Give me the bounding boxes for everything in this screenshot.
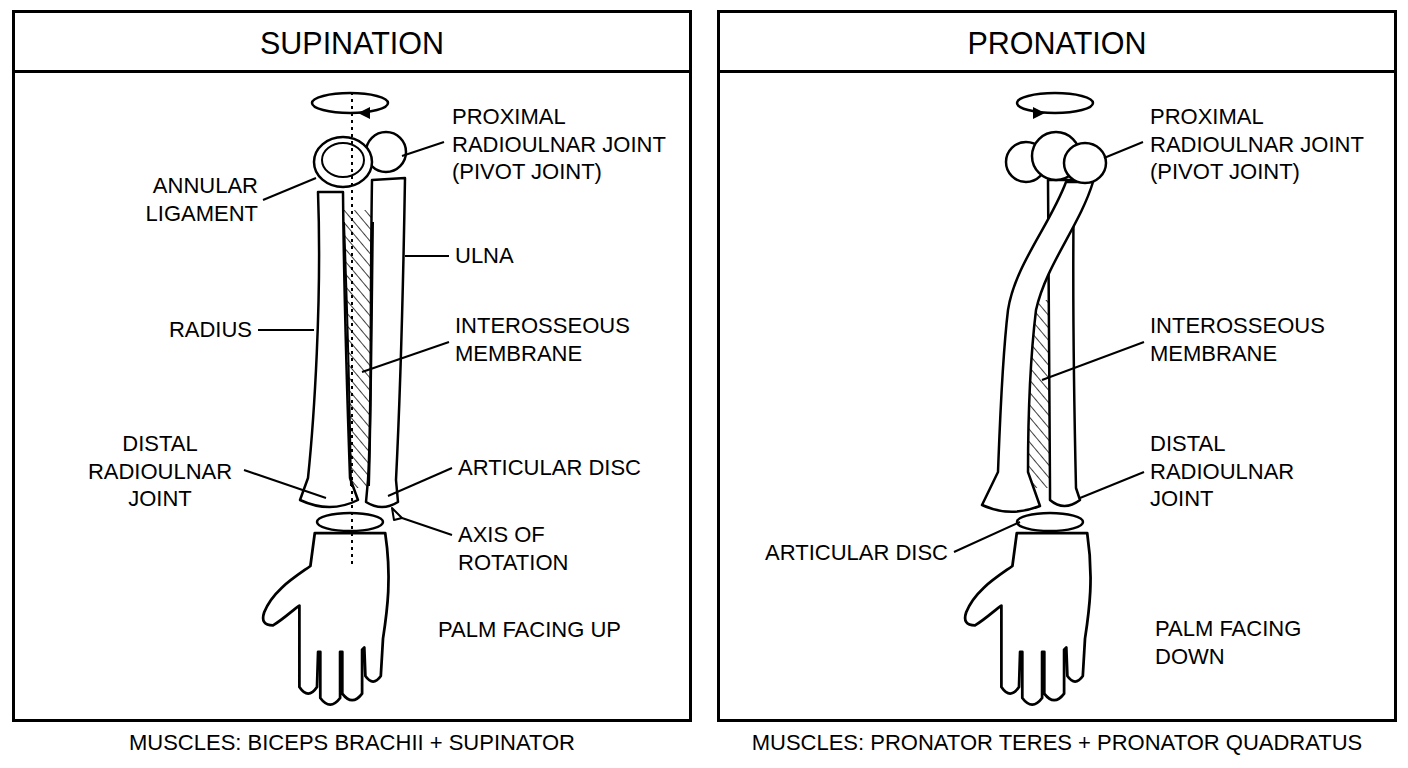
annular-ligament <box>314 137 372 187</box>
hand-outline <box>263 533 388 705</box>
panel-box: PRONATIONMUSCLES: PRONATOR TERES + PRONA… <box>717 10 1397 722</box>
part-label: ARTICULAR DISC <box>458 454 683 482</box>
part-label: INTEROSSEOUS MEMBRANE <box>1150 312 1355 367</box>
part-label: RADIUS <box>142 316 252 344</box>
arrowhead <box>1033 107 1045 119</box>
ulna-bone <box>366 178 405 507</box>
part-label: ARTICULAR DISC <box>723 539 948 567</box>
panel-title: PRONATION <box>720 13 1394 73</box>
leader-lines <box>244 142 452 535</box>
part-label: DISTAL RADIOULNAR JOINT <box>80 430 240 513</box>
orientation-note: PALM FACING UP <box>438 616 678 644</box>
radius-bone <box>300 192 358 507</box>
membrane-edge <box>344 222 351 486</box>
part-label: INTEROSSEOUS MEMBRANE <box>455 312 660 367</box>
ulnar-styloid <box>392 508 402 520</box>
leader-lines <box>954 142 1144 552</box>
axis-line <box>351 92 353 566</box>
muscle-caption: MUSCLES: BICEPS BRACHII + SUPINATOR <box>0 729 709 756</box>
radius-bone <box>982 182 1093 512</box>
pronation-forearm <box>965 93 1106 705</box>
articular-disc <box>317 513 383 531</box>
rotation-arrow <box>312 93 388 113</box>
part-label: AXIS OF ROTATION <box>458 521 608 576</box>
part-label: ANNULAR LIGAMENT <box>118 172 258 227</box>
arrowhead <box>358 107 370 119</box>
part-label: ULNA <box>455 242 555 270</box>
part-label: PROXIMAL RADIOULNAR JOINT (PIVOT JOINT) <box>452 103 684 186</box>
muscle-caption: MUSCLES: PRONATOR TERES + PRONATOR QUADR… <box>700 729 1408 756</box>
hand-outline <box>965 533 1090 705</box>
radial-head <box>1064 143 1106 183</box>
articular-disc <box>1017 513 1083 531</box>
part-label: DISTAL RADIOULNAR JOINT <box>1150 430 1325 513</box>
part-label: PROXIMAL RADIOULNAR JOINT (PIVOT JOINT) <box>1150 103 1382 186</box>
orientation-note: PALM FACING DOWN <box>1155 615 1345 670</box>
panel-title: SUPINATION <box>15 13 689 73</box>
membrane-edge <box>369 222 373 486</box>
panel-box: SUPINATIONMUSCLES: BICEPS BRACHII + SUPI… <box>12 10 692 722</box>
rotation-arrow <box>1017 93 1093 113</box>
radial-head <box>322 143 364 177</box>
supination-forearm <box>263 92 406 705</box>
